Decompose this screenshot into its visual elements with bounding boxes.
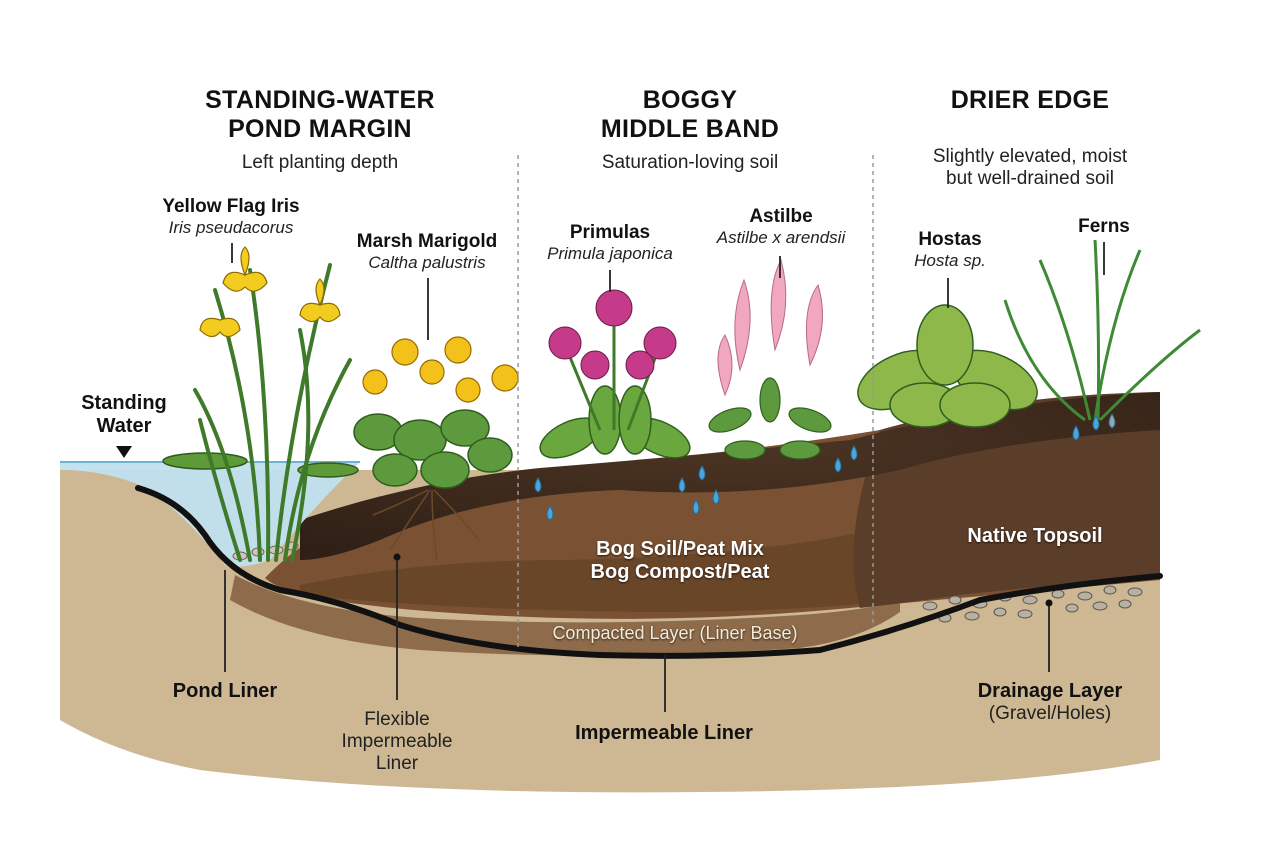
plant-label-fern: Ferns [1078,216,1130,237]
pond-liner-line [135,485,1163,659]
astilbe [708,258,832,460]
leader-dot [393,553,401,561]
callout-drainage-layer: Drainage Layer(Gravel/Holes) [977,680,1123,724]
callout-impermeable-liner: Impermeable Liner [575,722,753,744]
leader-dot [1045,599,1053,607]
marsh-marigold [353,336,519,561]
bog-compost-layer [300,520,900,612]
layer-label-native-topsoil: Native Topsoil [967,525,1103,547]
yellow-flag-iris [193,246,352,562]
standing-water-marker [116,446,132,458]
callout-pond-liner: Pond Liner [172,680,278,702]
water-droplets [534,413,1116,521]
zone-subtitle-standing-water: Left planting depth [241,152,399,173]
zone-subtitle-boggy: Saturation-loving soil [601,152,779,173]
lily-pad [162,452,248,470]
lily-pad [297,462,359,478]
hosta [857,304,1038,428]
fern [1003,239,1201,422]
zone-title-drier-edge: DRIER EDGE [950,86,1110,114]
layer-label-compacted: Compacted Layer (Liner Base) [552,623,798,643]
primula [539,289,691,459]
topsoil-strip [300,392,1160,560]
